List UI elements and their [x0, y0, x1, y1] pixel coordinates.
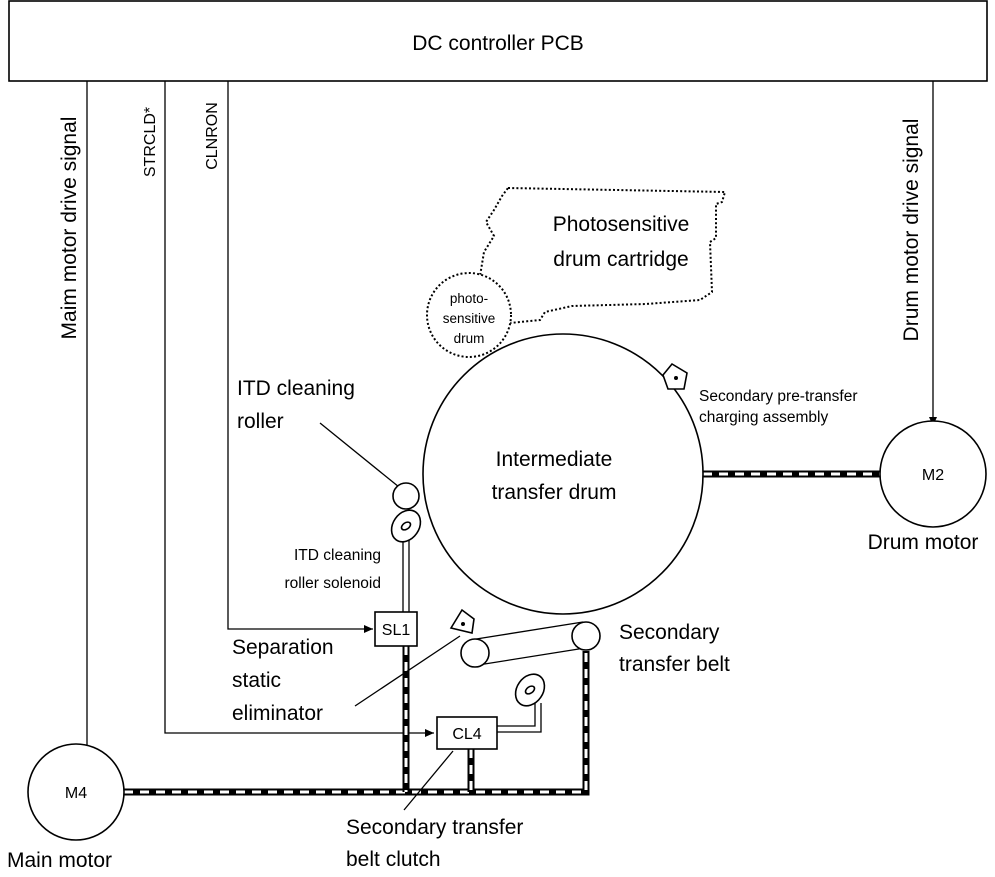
intermediate-transfer-drum-circle — [422, 333, 704, 615]
belt-cam-group — [497, 673, 546, 733]
itd-label-line1: Intermediate — [496, 448, 613, 471]
photosensitive-drum-label-line3: drum — [454, 331, 485, 346]
transfer-belt-label-line1: Secondary — [619, 621, 720, 644]
cl4-box — [436, 716, 498, 750]
drum-motor-id: M2 — [922, 467, 944, 484]
cartridge-outline — [448, 186, 727, 332]
main-motor-signal-label: Maim motor drive signal — [58, 117, 81, 340]
strcld-signal-line — [164, 81, 434, 737]
intermediate-transfer-drum: Intermediate transfer drum — [422, 333, 704, 615]
pre-transfer-label-line1: Secondary pre-transfer — [699, 388, 858, 405]
cleaning-solenoid-label-line1: ITD cleaning — [294, 547, 381, 564]
drum-motor-m2: M2 Drum motor — [868, 420, 987, 554]
drum-motor-circle — [879, 420, 987, 528]
strcld-label: STRCLD* — [142, 107, 159, 177]
itd-cleaning-roller — [392, 482, 420, 510]
separation-leader — [354, 635, 461, 707]
cleaning-roller-label-line2: roller — [237, 410, 284, 433]
sl1-box — [374, 611, 418, 647]
itd-label-line2: transfer drum — [492, 481, 617, 504]
sl1-label: SL1 — [382, 622, 411, 639]
main-motor-m4: M4 Main motor — [7, 743, 125, 872]
cleaning-solenoid-label-line2: roller solenoid — [285, 575, 382, 592]
main-motor-label: Main motor — [7, 849, 112, 872]
drum-motor-label: Drum motor — [868, 531, 979, 554]
photosensitive-drum-circle — [426, 272, 512, 358]
photosensitive-drum-label-line1: photo- — [450, 291, 488, 306]
photosensitive-drum-cartridge: Photosensitive drum cartridge — [448, 186, 727, 332]
clnron-label: CLNRON — [204, 102, 221, 170]
photosensitive-drum: photo- sensitive drum — [426, 272, 512, 358]
cl4-clutch: CL4 Secondary transfer belt clutch — [346, 716, 523, 871]
dc-controller-label: DC controller PCB — [412, 32, 584, 55]
separation-eliminator-icon — [449, 608, 475, 634]
itd-cleaning-roller-group: ITD cleaning roller ITD cleaning roller … — [237, 377, 422, 612]
cartridge-label-line2: drum cartridge — [553, 248, 688, 271]
signal-lines — [83, 81, 937, 768]
separation-label-line2: static — [232, 669, 281, 692]
main-motor-id: M4 — [65, 785, 87, 802]
separation-label-line3: eliminator — [232, 702, 323, 725]
cleaning-roller-label-line1: ITD cleaning — [237, 377, 355, 400]
separation-label-line1: Separation — [232, 636, 334, 659]
pre-transfer-label-line2: charging assembly — [699, 409, 828, 426]
clnron-signal-line — [227, 81, 373, 633]
drum-motor-signal-label: Drum motor drive signal — [900, 119, 923, 342]
cartridge-label-line1: Photosensitive — [553, 213, 690, 236]
secondary-transfer-belt: Secondary transfer belt — [460, 621, 730, 676]
sl1-solenoid: SL1 — [374, 611, 418, 647]
main-motor-shaft — [124, 651, 590, 796]
main-motor-circle — [27, 743, 125, 841]
pre-transfer-charging-assembly: Secondary pre-transfer charging assembly — [662, 362, 858, 426]
belt-clutch-label-line2: belt clutch — [346, 848, 441, 871]
belt-clutch-leader — [403, 750, 454, 811]
transfer-belt-label-line2: transfer belt — [619, 653, 730, 676]
cleaning-roller-leader — [319, 422, 400, 488]
dc-controller-box — [8, 0, 988, 82]
belt-roller-right — [571, 621, 601, 651]
photosensitive-drum-label-line2: sensitive — [443, 311, 496, 326]
dc-controller-pcb: DC controller PCB — [8, 0, 988, 82]
cl4-label: CL4 — [452, 726, 481, 743]
drive-shafts — [124, 470, 880, 796]
belt-roller-left — [460, 638, 490, 668]
separation-static-eliminator: Separation static eliminator — [232, 608, 475, 725]
belt-clutch-label-line1: Secondary transfer — [346, 816, 523, 839]
